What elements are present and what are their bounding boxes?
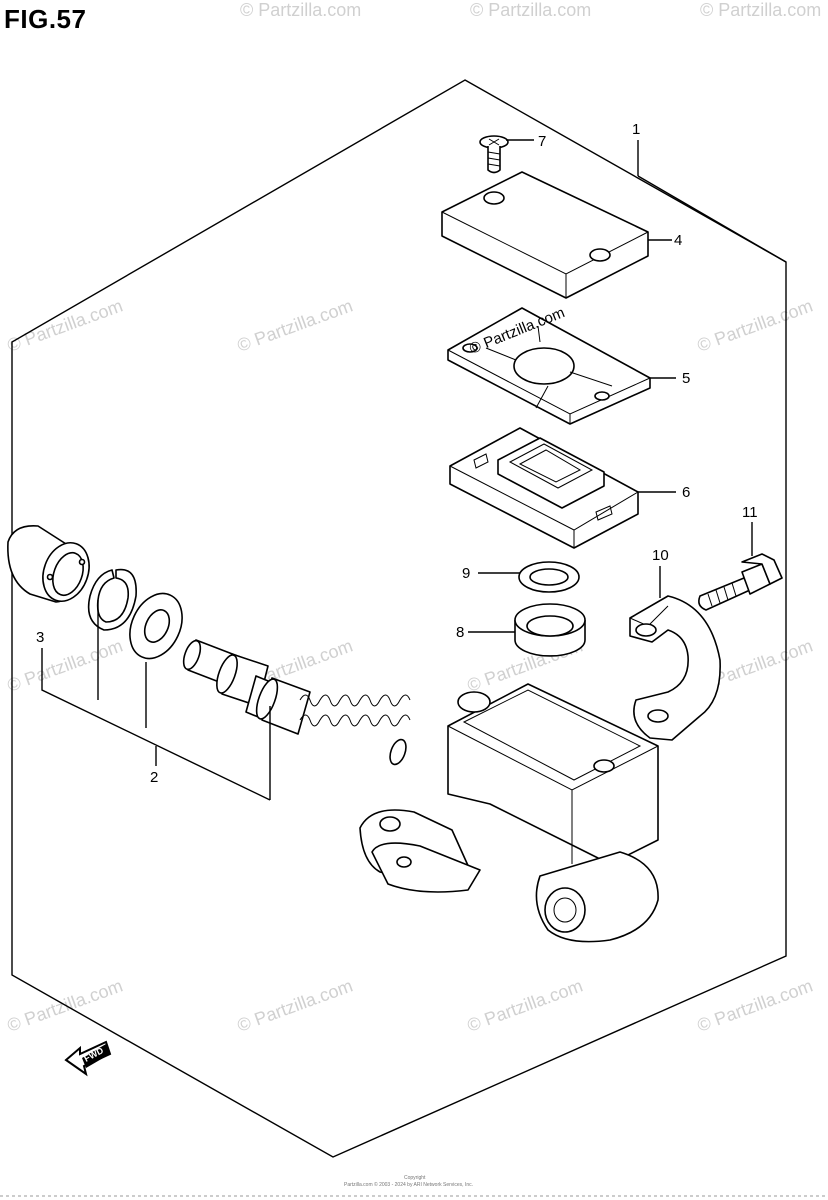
bolt-part xyxy=(698,553,783,611)
watermark: © Partzilla.com xyxy=(465,975,586,1035)
callout-6: 6 xyxy=(682,484,690,501)
diaphragm-part xyxy=(449,427,639,549)
handlebar-clamp-part xyxy=(629,595,721,741)
callout-4: 4 xyxy=(674,232,682,249)
callout-9: 9 xyxy=(462,565,470,582)
boot-ring-part xyxy=(518,561,580,593)
screw-part xyxy=(479,135,509,174)
watermark: © Partzilla.com xyxy=(695,975,816,1035)
seal-part xyxy=(514,603,586,657)
watermark: © Partzilla.com xyxy=(5,295,126,355)
watermark: © Partzilla.com xyxy=(240,0,361,20)
watermark: © Partzilla.com xyxy=(5,635,126,695)
callout-11: 11 xyxy=(742,504,758,521)
callout-labels: 1 2 3 4 5 6 7 8 9 10 11 xyxy=(36,121,758,786)
copyright-line-1: Copyright xyxy=(404,1175,426,1181)
piston-spring-part xyxy=(182,639,411,766)
watermark: © Partzilla.com xyxy=(695,295,816,355)
washer-part xyxy=(129,592,183,660)
callout-10: 10 xyxy=(652,547,669,564)
callout-3: 3 xyxy=(36,629,44,646)
watermark: © Partzilla.com xyxy=(235,975,356,1035)
copyright-line-2: Partzilla.com © 2003 - 2024 by ARI Netwo… xyxy=(344,1181,473,1188)
circlip-part xyxy=(87,568,137,631)
watermark: © Partzilla.com xyxy=(470,0,591,20)
callout-5: 5 xyxy=(682,370,690,387)
reservoir-cap-part xyxy=(441,171,649,299)
leader-lines xyxy=(41,139,787,801)
callout-8: 8 xyxy=(456,624,464,641)
callout-2: 2 xyxy=(150,769,158,786)
callout-1: 1 xyxy=(632,121,640,138)
diaphragm-plate-part xyxy=(447,307,651,425)
boot-part xyxy=(7,525,90,603)
fwd-arrow-icon: FWD xyxy=(64,1040,112,1077)
figure-title: FIG.57 xyxy=(4,4,87,34)
callout-7: 7 xyxy=(538,133,546,150)
master-cylinder-body-part xyxy=(359,683,659,943)
watermark: © Partzilla.com xyxy=(235,295,356,355)
watermark: © Partzilla.com xyxy=(700,0,821,20)
